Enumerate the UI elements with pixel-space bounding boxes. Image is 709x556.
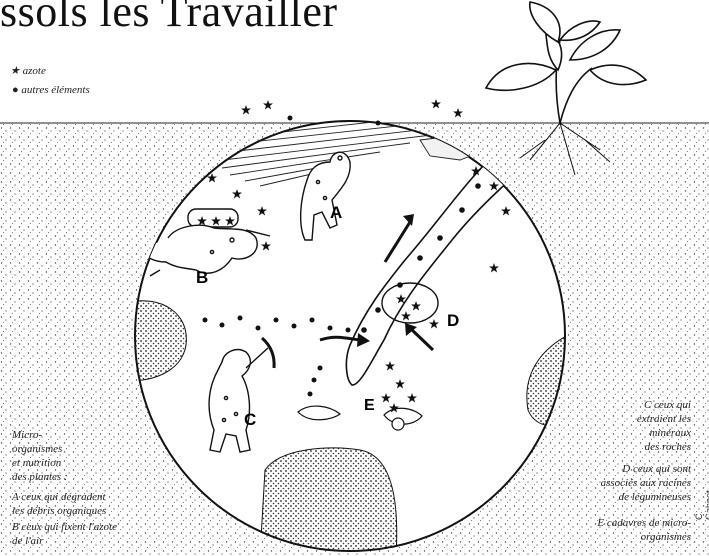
caption-item-c: C ceux qui extraient les minéraux des ro… [637,398,691,454]
marker-a: A [330,203,342,223]
marker-d: D [447,311,459,331]
legend-nitrogen-label: azote [23,65,46,77]
illustrator-credit: C. Gahnet [694,490,709,520]
legend-nitrogen: ★ azote [10,64,46,77]
marker-e: E [364,397,375,415]
caption-item-b: B ceux qui fixent l'azote de l'air [12,520,117,548]
marker-c: C [244,410,256,430]
dot-icon: ● [12,84,19,96]
legend-other: ● autres éléments [12,84,90,96]
caption-item-e: E cadavres de micro- organismes [597,516,691,544]
caption-heading: Micro- organismes et nutrition des plant… [12,428,68,484]
caption-item-a: A ceux qui dégradent les débris organiqu… [12,490,106,518]
marker-b: B [196,268,208,288]
star-icon: ★ [10,65,20,77]
legend-other-label: autres éléments [21,84,89,96]
caption-item-d: D ceux qui sont associés aux racines de … [601,462,691,504]
